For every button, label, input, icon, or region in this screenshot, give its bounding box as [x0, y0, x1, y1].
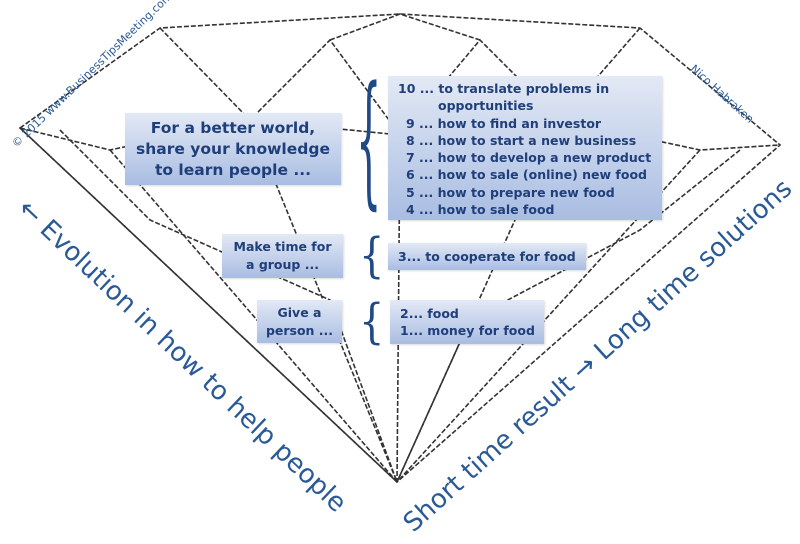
brace-level-3: {	[359, 294, 385, 350]
group-list-box: 3... to cooperate for food	[388, 243, 586, 270]
brace-level-1: {	[356, 59, 382, 225]
knowledge-label-line: share your knowledge	[136, 139, 330, 158]
person-label-line: person ...	[265, 322, 334, 338]
person-label-line: Give a	[277, 304, 322, 320]
person-list-box: 2... food 1... money for food	[390, 300, 544, 344]
list-item: 7 ... how to develop a new product	[406, 150, 652, 166]
person-box: Give a person ...	[257, 300, 342, 343]
knowledge-list-box: 10 ... to translate problems in opportun…	[388, 76, 662, 220]
knowledge-label-line: to learn people ...	[154, 160, 312, 179]
list-item: 4 ... how to sale food	[406, 202, 555, 218]
list-item: 10 ... to translate problems in	[398, 81, 610, 96]
list-item: 8 ... how to start a new business	[406, 132, 637, 148]
list-item: 5 ... how to prepare new food	[406, 184, 615, 200]
list-item: 6 ... how to sale (online) new food	[406, 167, 647, 183]
knowledge-box: For a better world, share your knowledge…	[125, 113, 341, 185]
list-item: opportunities	[438, 98, 534, 114]
group-label-line: a group ...	[246, 257, 319, 272]
brace-level-2: {	[359, 228, 385, 284]
group-label-line: Make time for	[233, 239, 332, 254]
group-box: Make time for a group ...	[222, 234, 343, 278]
list-item: 9 ... how to find an investor	[406, 115, 602, 131]
knowledge-label-line: For a better world,	[150, 118, 316, 137]
list-item: 2... food	[400, 306, 459, 321]
list-item: 1... money for food	[400, 323, 535, 338]
list-item: 3... to cooperate for food	[398, 249, 576, 264]
